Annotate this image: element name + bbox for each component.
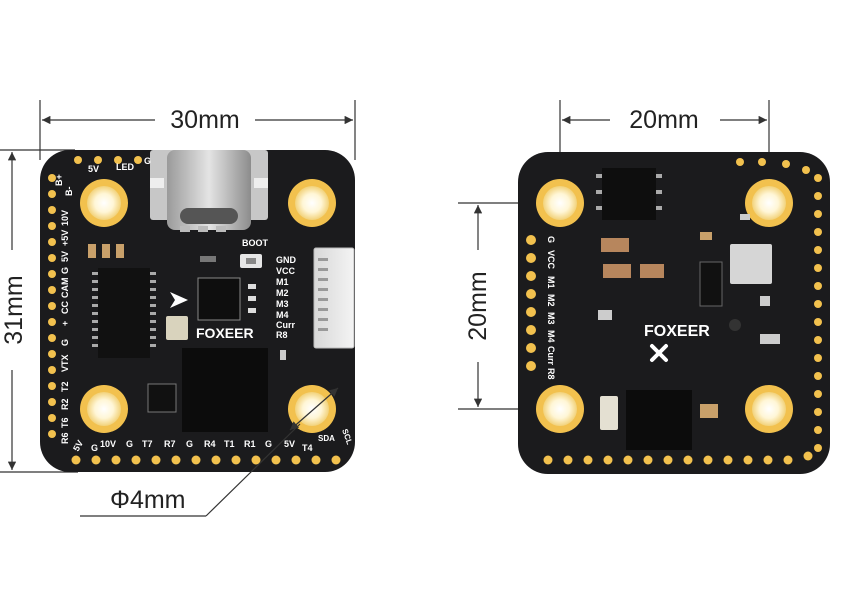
right-top-pads (736, 158, 810, 174)
svg-text:G: G (126, 439, 133, 449)
direction-arrow-icon (170, 292, 188, 308)
svg-text:Curr: Curr (546, 346, 556, 365)
bottom-edge-pads (71, 455, 341, 465)
svg-text:GND: GND (276, 255, 297, 265)
svg-text:M4: M4 (546, 330, 556, 343)
top-edge-pads (74, 156, 142, 164)
mounting-hole (536, 179, 584, 227)
svg-text:M3: M3 (276, 299, 289, 309)
svg-text:5V: 5V (284, 439, 295, 449)
svg-text:M3: M3 (546, 312, 556, 325)
right-left-pads (526, 235, 536, 371)
connector-silkscreen: GND VCC M1 M2 M3 M4 Curr R8 (276, 255, 297, 340)
svg-text:R7: R7 (164, 439, 176, 449)
mounting-hole (745, 179, 793, 227)
svg-text:VCC: VCC (546, 250, 556, 270)
ic-chip-tssop (92, 268, 156, 358)
left-silkscreen: 10V +5V 5V G CAM CC + G VTX T2 R2 T6 R6 … (60, 210, 85, 453)
right-brand: FOXEER (644, 323, 710, 340)
svg-text:Curr: Curr (276, 320, 295, 330)
svg-text:R4: R4 (204, 439, 216, 449)
right-height-label: 20mm (464, 271, 492, 340)
right-esc-board: G VCC M1 M2 M3 M4 Curr R8 (518, 152, 830, 474)
left-width-label: 30mm (170, 106, 239, 134)
svg-text:M1: M1 (546, 276, 556, 289)
top-silkscreen: B+ B- 5V LED G (54, 156, 151, 196)
svg-text:T6: T6 (60, 417, 70, 428)
svg-text:M2: M2 (546, 294, 556, 307)
svg-text:R8: R8 (276, 330, 288, 340)
svg-text:G: G (546, 236, 556, 243)
svg-text:G: G (265, 439, 272, 449)
right-edge-pads (814, 174, 822, 452)
usb-c-port (150, 150, 268, 230)
hole-diameter-dimension (80, 387, 339, 517)
svg-text:R1: R1 (244, 439, 256, 449)
svg-text:SDA: SDA (318, 434, 335, 443)
right-silkscreen: G VCC M1 M2 M3 M4 Curr R8 (546, 236, 556, 380)
svg-text:CC: CC (60, 301, 70, 314)
svg-text:G: G (186, 439, 193, 449)
svg-text:+5V: +5V (60, 230, 70, 246)
svg-text:VCC: VCC (276, 266, 296, 276)
svg-text:T2: T2 (60, 381, 70, 392)
mounting-hole (80, 385, 128, 433)
mounting-hole (536, 385, 584, 433)
ic-chip-qfn (197, 277, 241, 321)
foxeer-logo-icon (650, 344, 668, 362)
left-height-dimension (0, 149, 78, 473)
svg-text:10V: 10V (60, 210, 70, 226)
svg-text:5V: 5V (60, 251, 70, 262)
svg-text:LED: LED (116, 162, 135, 172)
ic-chip-small (147, 383, 177, 413)
svg-text:T7: T7 (142, 439, 153, 449)
svg-text:G: G (91, 443, 98, 453)
svg-text:R8: R8 (546, 368, 556, 380)
svg-text:CAM: CAM (60, 278, 70, 299)
svg-text:10V: 10V (100, 439, 116, 449)
mounting-hole (80, 179, 128, 227)
hole-diameter-label: Φ4mm (110, 486, 186, 514)
left-height-label: 31mm (0, 275, 28, 344)
right-components (596, 168, 780, 450)
svg-text:VTX: VTX (60, 354, 70, 372)
svg-text:+: + (60, 321, 70, 326)
svg-text:B+: B+ (54, 174, 64, 186)
svg-text:5V: 5V (71, 438, 85, 453)
svg-text:B-: B- (64, 187, 74, 197)
left-brand: FOXEER (196, 325, 254, 341)
left-flight-controller: B+ B- 5V LED G 10V +5V 5V G CAM CC + G V… (40, 150, 355, 517)
right-width-label: 20mm (629, 106, 698, 134)
svg-text:G: G (144, 156, 151, 166)
ic-chip-mcu (182, 348, 268, 432)
esc-connector (313, 247, 355, 349)
svg-text:R2: R2 (60, 398, 70, 410)
svg-text:5V: 5V (88, 164, 99, 174)
mounting-hole (745, 385, 793, 433)
svg-text:R6: R6 (60, 432, 70, 444)
svg-text:M4: M4 (276, 310, 289, 320)
svg-text:T1: T1 (224, 439, 235, 449)
left-edge-pads (48, 174, 56, 438)
svg-text:M2: M2 (276, 288, 289, 298)
right-bottom-pads (543, 451, 813, 465)
svg-text:T4: T4 (302, 443, 313, 453)
svg-text:M1: M1 (276, 277, 289, 287)
sensor-chip (166, 316, 188, 340)
boot-label: BOOT (242, 238, 269, 248)
svg-text:G: G (60, 267, 70, 274)
bottom-silkscreen: G 10V G T7 R7 G R4 T1 R1 G 5V T4 SDA SCL (91, 428, 354, 453)
mounting-hole (288, 179, 336, 227)
svg-text:G: G (60, 339, 70, 346)
